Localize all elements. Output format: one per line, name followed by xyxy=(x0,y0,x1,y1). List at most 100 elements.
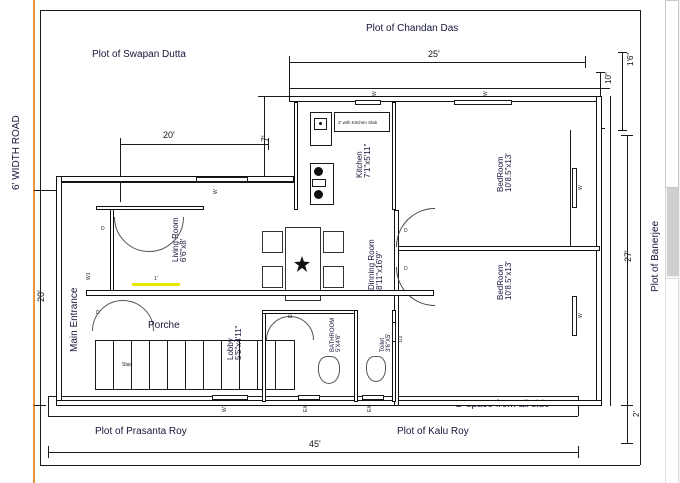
window-scrollbar[interactable] xyxy=(665,0,680,483)
label-plot-chandan-das: Plot of Chandan Das xyxy=(366,23,459,34)
bedroom-left-wall xyxy=(394,210,399,406)
dim-45-text: 45' xyxy=(309,439,321,449)
kitchen-left-wall xyxy=(294,102,298,210)
window-opening-bedroom-top xyxy=(454,100,512,105)
label-plot-kalu-roy: Plot of Kalu Roy xyxy=(397,426,469,437)
window-opening-bedroom-bot-right xyxy=(572,296,577,336)
room-label-dining: Dinning Room 8'11"x16'9" xyxy=(367,239,384,290)
lobby-size: 5'5"x4'11" xyxy=(234,325,243,360)
window-opening-living xyxy=(196,177,248,182)
stair-tread-9 xyxy=(257,340,258,390)
dim-1ft6-tick-top xyxy=(618,52,627,53)
dim-27-text: 27' xyxy=(623,250,633,262)
lobby-left-wall xyxy=(262,310,266,402)
window-marker-bedroom-top-right: W xyxy=(578,185,584,190)
living-top-partition xyxy=(96,206,204,210)
dim-1ft-living: 1' xyxy=(154,276,158,282)
scrollbar-thumb[interactable] xyxy=(667,188,679,276)
stair-outline xyxy=(95,340,295,390)
site-boundary-right xyxy=(640,10,641,465)
dim-45-tick-right xyxy=(578,446,579,458)
room-label-lobby: Lobby 5'5"x4'11" xyxy=(226,325,243,360)
stove-tray xyxy=(312,179,326,187)
room-label-kitchen: Kitchen 7'1"x5'11" xyxy=(355,143,372,178)
dining-chair-right-1 xyxy=(323,231,344,253)
window-marker-living: W xyxy=(213,189,219,194)
room-label-porche: Porche xyxy=(148,320,180,331)
kitchen-sink-drain xyxy=(319,122,322,125)
bedroom-top-inner-guide xyxy=(570,130,571,246)
window-marker-bedroom-top: W xyxy=(483,91,489,96)
dim-25-line xyxy=(289,62,585,63)
dim-25-text: 25' xyxy=(428,49,440,59)
dim-2ft-line xyxy=(627,405,628,443)
door-marker-bedroom-bot: D xyxy=(404,266,408,272)
toilet-right-wall xyxy=(392,310,396,402)
dim-27-tick-top xyxy=(621,135,633,136)
dim-20left-line xyxy=(40,190,41,405)
bathroom-fixture xyxy=(318,356,340,384)
dim-25-tick-right xyxy=(585,56,586,68)
bathroom-right-wall xyxy=(354,310,358,402)
dim-20left-text: 20' xyxy=(36,290,46,302)
stair-tread-2 xyxy=(131,340,132,390)
wall-left-outer xyxy=(56,176,62,406)
dim-7-ext-top xyxy=(264,96,290,97)
setback-rect-bot xyxy=(48,416,578,417)
kitchen-sink xyxy=(314,118,327,130)
stair-tread-10 xyxy=(275,340,276,390)
dining-chair-left-1 xyxy=(262,231,283,253)
dim-10in-tick-top xyxy=(596,72,605,73)
entrance-wall xyxy=(86,290,434,296)
bathroom-exit-marker: EX xyxy=(303,405,309,412)
exit-opening-lobby xyxy=(212,395,248,400)
exit-marker-lobby: W1 xyxy=(222,404,228,413)
room-label-bedroom-bot: BedRoom 10'8.5"x13' xyxy=(496,261,513,300)
kitchen-size: 7'1"x5'11" xyxy=(363,143,372,178)
dim-45-tick-left xyxy=(48,446,49,458)
living-size: 6'6"x8' xyxy=(179,238,188,262)
scrollbar-track-bottom[interactable] xyxy=(665,278,679,483)
toilet-exit-marker: EX xyxy=(367,405,373,412)
scrollbar-thumb-top[interactable] xyxy=(665,0,679,188)
dim-20top-line xyxy=(120,144,268,145)
dim-10in-text: 10" xyxy=(604,72,613,84)
toilet-door-marker: D1 xyxy=(398,335,404,342)
dim-20top-text: 20' xyxy=(163,130,175,140)
dim-7-text: 7' xyxy=(260,135,270,142)
stair-tread-3 xyxy=(149,340,150,390)
stair-tread-7 xyxy=(221,340,222,390)
door-swing-living xyxy=(114,217,184,252)
wall-top-wing xyxy=(289,96,602,102)
dim-20top-ext xyxy=(120,144,121,202)
setback-rect-right xyxy=(578,396,579,416)
label-main-entrance: Main Entrance xyxy=(69,287,80,352)
wall-left-wing-top-inner xyxy=(56,182,294,183)
stove-burner-top xyxy=(314,167,323,176)
stair-tread-4 xyxy=(167,340,168,390)
window-opening-kitchen xyxy=(355,100,381,105)
stair-tread-6 xyxy=(203,340,204,390)
dim-1ft6-text: 1'6" xyxy=(626,52,635,66)
dining-table xyxy=(285,227,321,301)
stair-tread-5 xyxy=(185,340,186,390)
label-road-width: 6' WIDTH ROAD xyxy=(11,115,22,190)
kitchen-stove-unit xyxy=(310,163,334,205)
dim-7-line xyxy=(264,96,265,176)
bedroom-top-size: 10'8.5"x13' xyxy=(504,153,513,192)
door-marker-bedroom-top: D xyxy=(404,228,408,234)
dim-27-line xyxy=(627,135,628,405)
dim-20top-tick-right xyxy=(268,138,269,150)
bathroom-exit-opening xyxy=(298,395,320,400)
label-plot-prasanta-roy: Plot of Prasanta Roy xyxy=(95,426,187,437)
site-boundary-top xyxy=(40,10,640,11)
stair-tread-8 xyxy=(239,340,240,390)
room-label-bedroom-top: BedRoom 10'8.5"x13' xyxy=(496,153,513,192)
door-marker-entrance: D xyxy=(96,310,100,316)
wall-right-edge-guide xyxy=(610,96,611,406)
dim-45-line xyxy=(48,452,578,453)
dim-25-ext-left xyxy=(289,62,290,96)
dim-2ft-tick xyxy=(621,443,633,444)
kitchen-counter-outline xyxy=(310,112,332,146)
stove-burner-bottom xyxy=(314,190,323,199)
